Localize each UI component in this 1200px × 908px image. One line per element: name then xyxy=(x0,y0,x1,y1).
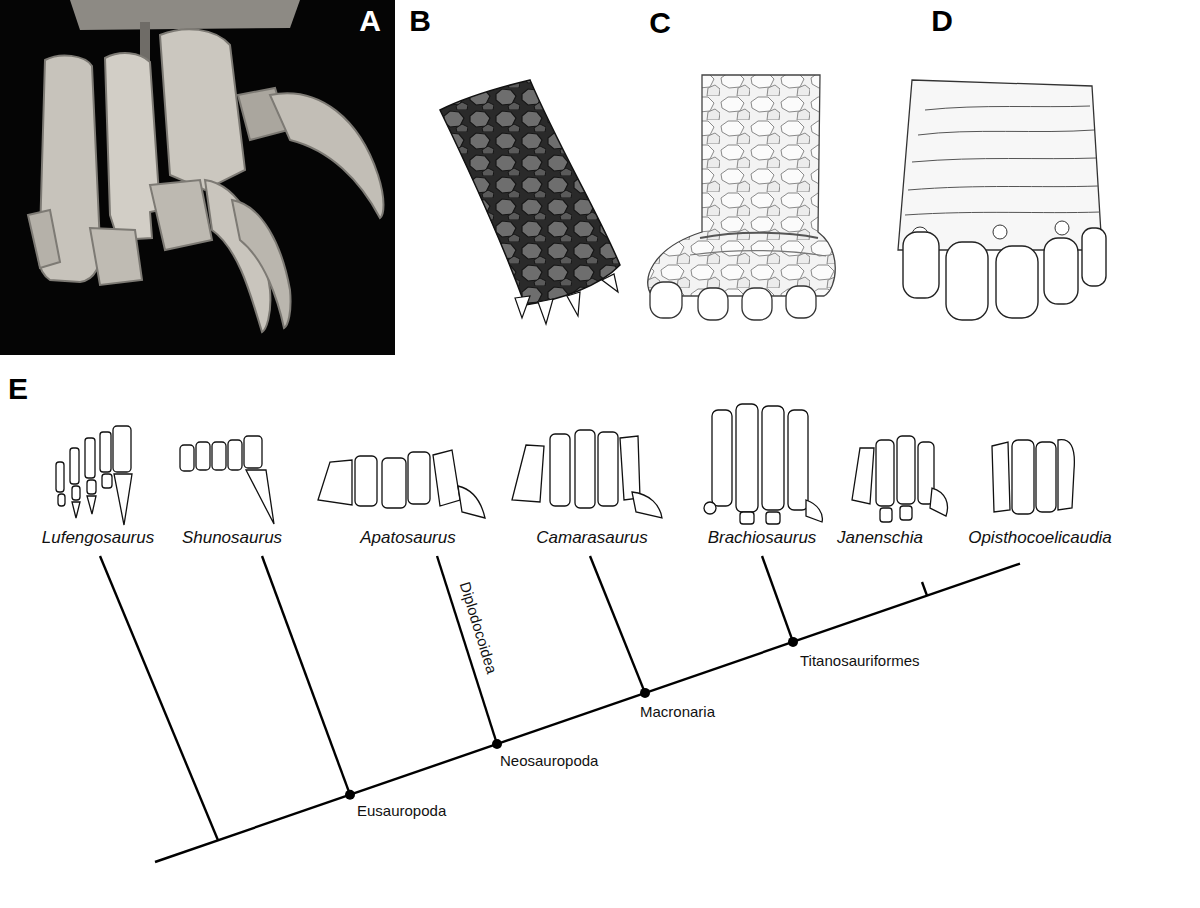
manus-photo xyxy=(0,0,395,355)
cladogram-branch xyxy=(100,556,1020,862)
taxon-name: Apatosaurus xyxy=(360,529,455,548)
taxon-name: Opisthocoelicaudia xyxy=(968,529,1112,548)
clade-name: Eusauropoda xyxy=(357,803,446,820)
manus-skeleton xyxy=(56,404,1074,525)
panel-letter: E xyxy=(8,372,28,405)
clade-name: Titanosauriformes xyxy=(800,653,920,670)
taxon-name: Lufengosaurus xyxy=(42,529,154,548)
taxon-name: Camarasaurus xyxy=(536,529,648,548)
clade-name: Macronaria xyxy=(640,704,715,721)
manus-skin-drawing xyxy=(898,80,1106,320)
taxon-name: Shunosaurus xyxy=(182,529,282,548)
taxon-name: Brachiosaurus xyxy=(708,529,817,548)
panel-letter: C xyxy=(649,6,671,39)
manus-skin-drawing xyxy=(648,75,836,320)
panel-letter: B xyxy=(409,4,431,37)
manus-skin-drawing xyxy=(440,80,620,324)
panel-letter: A xyxy=(359,4,381,37)
taxon-name: Janenschia xyxy=(837,529,923,548)
clade-node xyxy=(345,637,798,800)
clade-name: Neosauropoda xyxy=(500,753,598,770)
panel-letter: D xyxy=(931,4,953,37)
clade-name: Diplodocoidea xyxy=(456,580,500,676)
